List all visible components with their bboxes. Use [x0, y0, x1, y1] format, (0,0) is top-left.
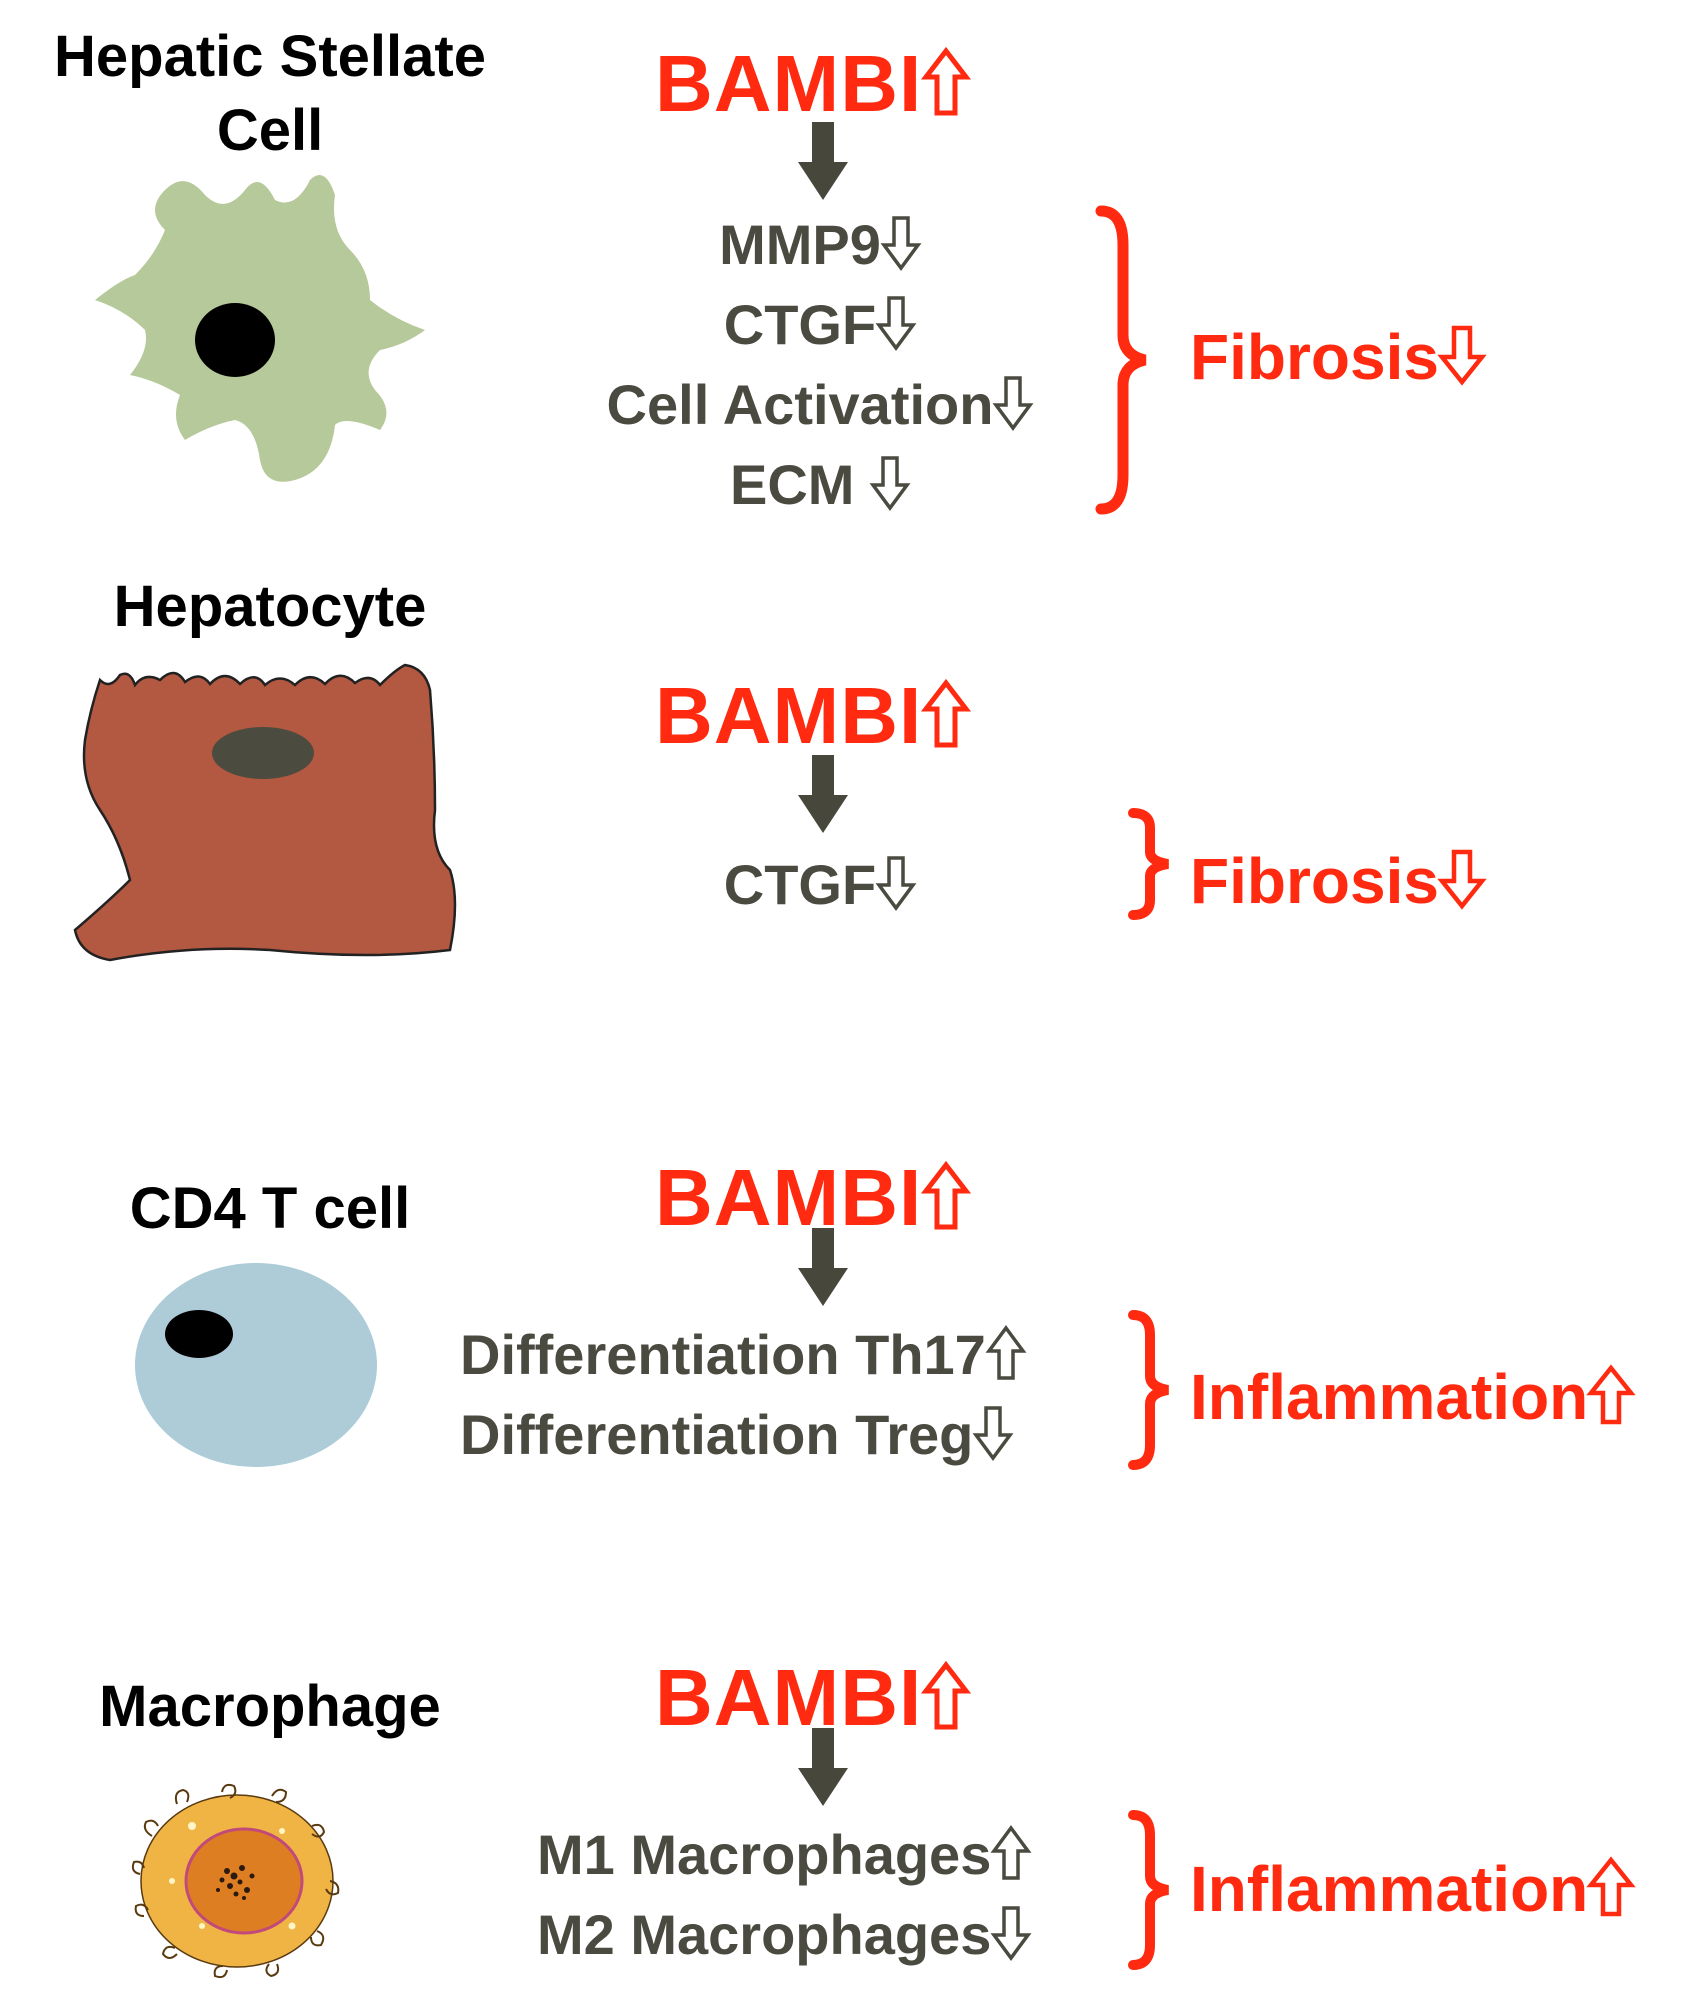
bambi-up-arrow-icon-2	[921, 676, 972, 768]
flow-arrow-icon-4	[798, 1728, 848, 1806]
down-arrow-icon	[869, 455, 911, 524]
down-arrow-icon	[990, 1905, 1032, 1974]
outcome-inflammation-1: Inflammation	[1190, 1360, 1636, 1440]
item-cell-activation: Cell Activation	[560, 372, 1080, 444]
bambi-text-4: BAMBI	[655, 1653, 923, 1742]
item-treg: Differentiation Treg	[450, 1402, 1130, 1474]
brace-icon-2	[1128, 808, 1169, 920]
fibrosis-down-arrow-icon-2	[1437, 849, 1487, 924]
stellate-title-line1: Hepatic Stellate	[54, 24, 486, 89]
t-cell-icon	[135, 1263, 377, 1467]
bambi-up-arrow-icon-4	[921, 1658, 972, 1750]
stellate-cell-icon	[95, 175, 425, 482]
item-ecm: ECM	[600, 452, 1040, 524]
item-ctgf-2: CTGF	[600, 852, 1040, 924]
inflammation-up-arrow-icon-1	[1586, 1363, 1636, 1440]
down-arrow-icon	[972, 1405, 1014, 1474]
flow-arrow-icon-1	[798, 122, 848, 200]
bambi-up-arrow-icon-3	[921, 1158, 972, 1250]
down-arrow-icon	[875, 295, 917, 364]
down-arrow-icon	[880, 215, 922, 284]
fibrosis-down-arrow-icon-1	[1437, 325, 1487, 400]
macrophage-nucleus	[184, 1827, 304, 1935]
bambi-label-1: BAMBI	[655, 38, 972, 136]
hepatocyte-body	[73, 663, 457, 962]
macrophage-title: Macrophage	[99, 1674, 441, 1739]
macrophage-icon	[131, 1783, 340, 1979]
bambi-text-1: BAMBI	[655, 39, 923, 128]
bambi-up-arrow-icon-1	[921, 44, 972, 136]
item-mmp9: MMP9	[600, 212, 1040, 284]
item-th17: Differentiation Th17	[450, 1322, 1130, 1394]
bambi-text-3: BAMBI	[655, 1153, 923, 1242]
hepatocyte-nucleus	[212, 727, 314, 779]
flow-arrow-icon-2	[798, 755, 848, 833]
stellate-cell-title: Hepatic Stellate Cell	[0, 20, 550, 168]
stellate-title-line2: Cell	[216, 98, 324, 163]
macrophage-highlights	[169, 1822, 296, 1930]
hepatocyte-title: Hepatocyte	[113, 574, 427, 639]
outcome-fibrosis-2: Fibrosis	[1190, 844, 1487, 924]
bambi-text-2: BAMBI	[655, 671, 923, 760]
item-m2-macrophages: M2 Macrophages	[530, 1902, 1127, 1974]
down-arrow-icon	[875, 855, 917, 924]
stellate-cell-nucleus	[195, 303, 275, 377]
outcome-fibrosis-1: Fibrosis	[1190, 320, 1487, 400]
bambi-label-2: BAMBI	[655, 670, 972, 768]
macrophage-ruffles	[131, 1783, 340, 1979]
item-m1-macrophages: M1 Macrophages	[530, 1822, 1127, 1894]
up-arrow-icon	[985, 1324, 1027, 1394]
outcome-inflammation-2: Inflammation	[1190, 1852, 1636, 1932]
inflammation-up-arrow-icon-2	[1586, 1855, 1636, 1932]
tcell-title: CD4 T cell	[129, 1176, 411, 1241]
t-cell-nucleus	[165, 1310, 233, 1358]
hepatocyte-icon	[73, 663, 457, 962]
brace-icon-3	[1128, 1310, 1169, 1470]
flow-arrow-icon-3	[798, 1228, 848, 1306]
bambi-label-4: BAMBI	[655, 1652, 972, 1750]
brace-icon-1	[1095, 205, 1147, 515]
down-arrow-icon	[992, 375, 1034, 444]
up-arrow-icon	[990, 1824, 1032, 1894]
macrophage-chromatin	[216, 1865, 255, 1900]
item-ctgf-1: CTGF	[600, 292, 1040, 364]
bambi-label-3: BAMBI	[655, 1152, 972, 1250]
t-cell-body	[135, 1263, 377, 1467]
brace-icon-4	[1128, 1810, 1169, 1970]
